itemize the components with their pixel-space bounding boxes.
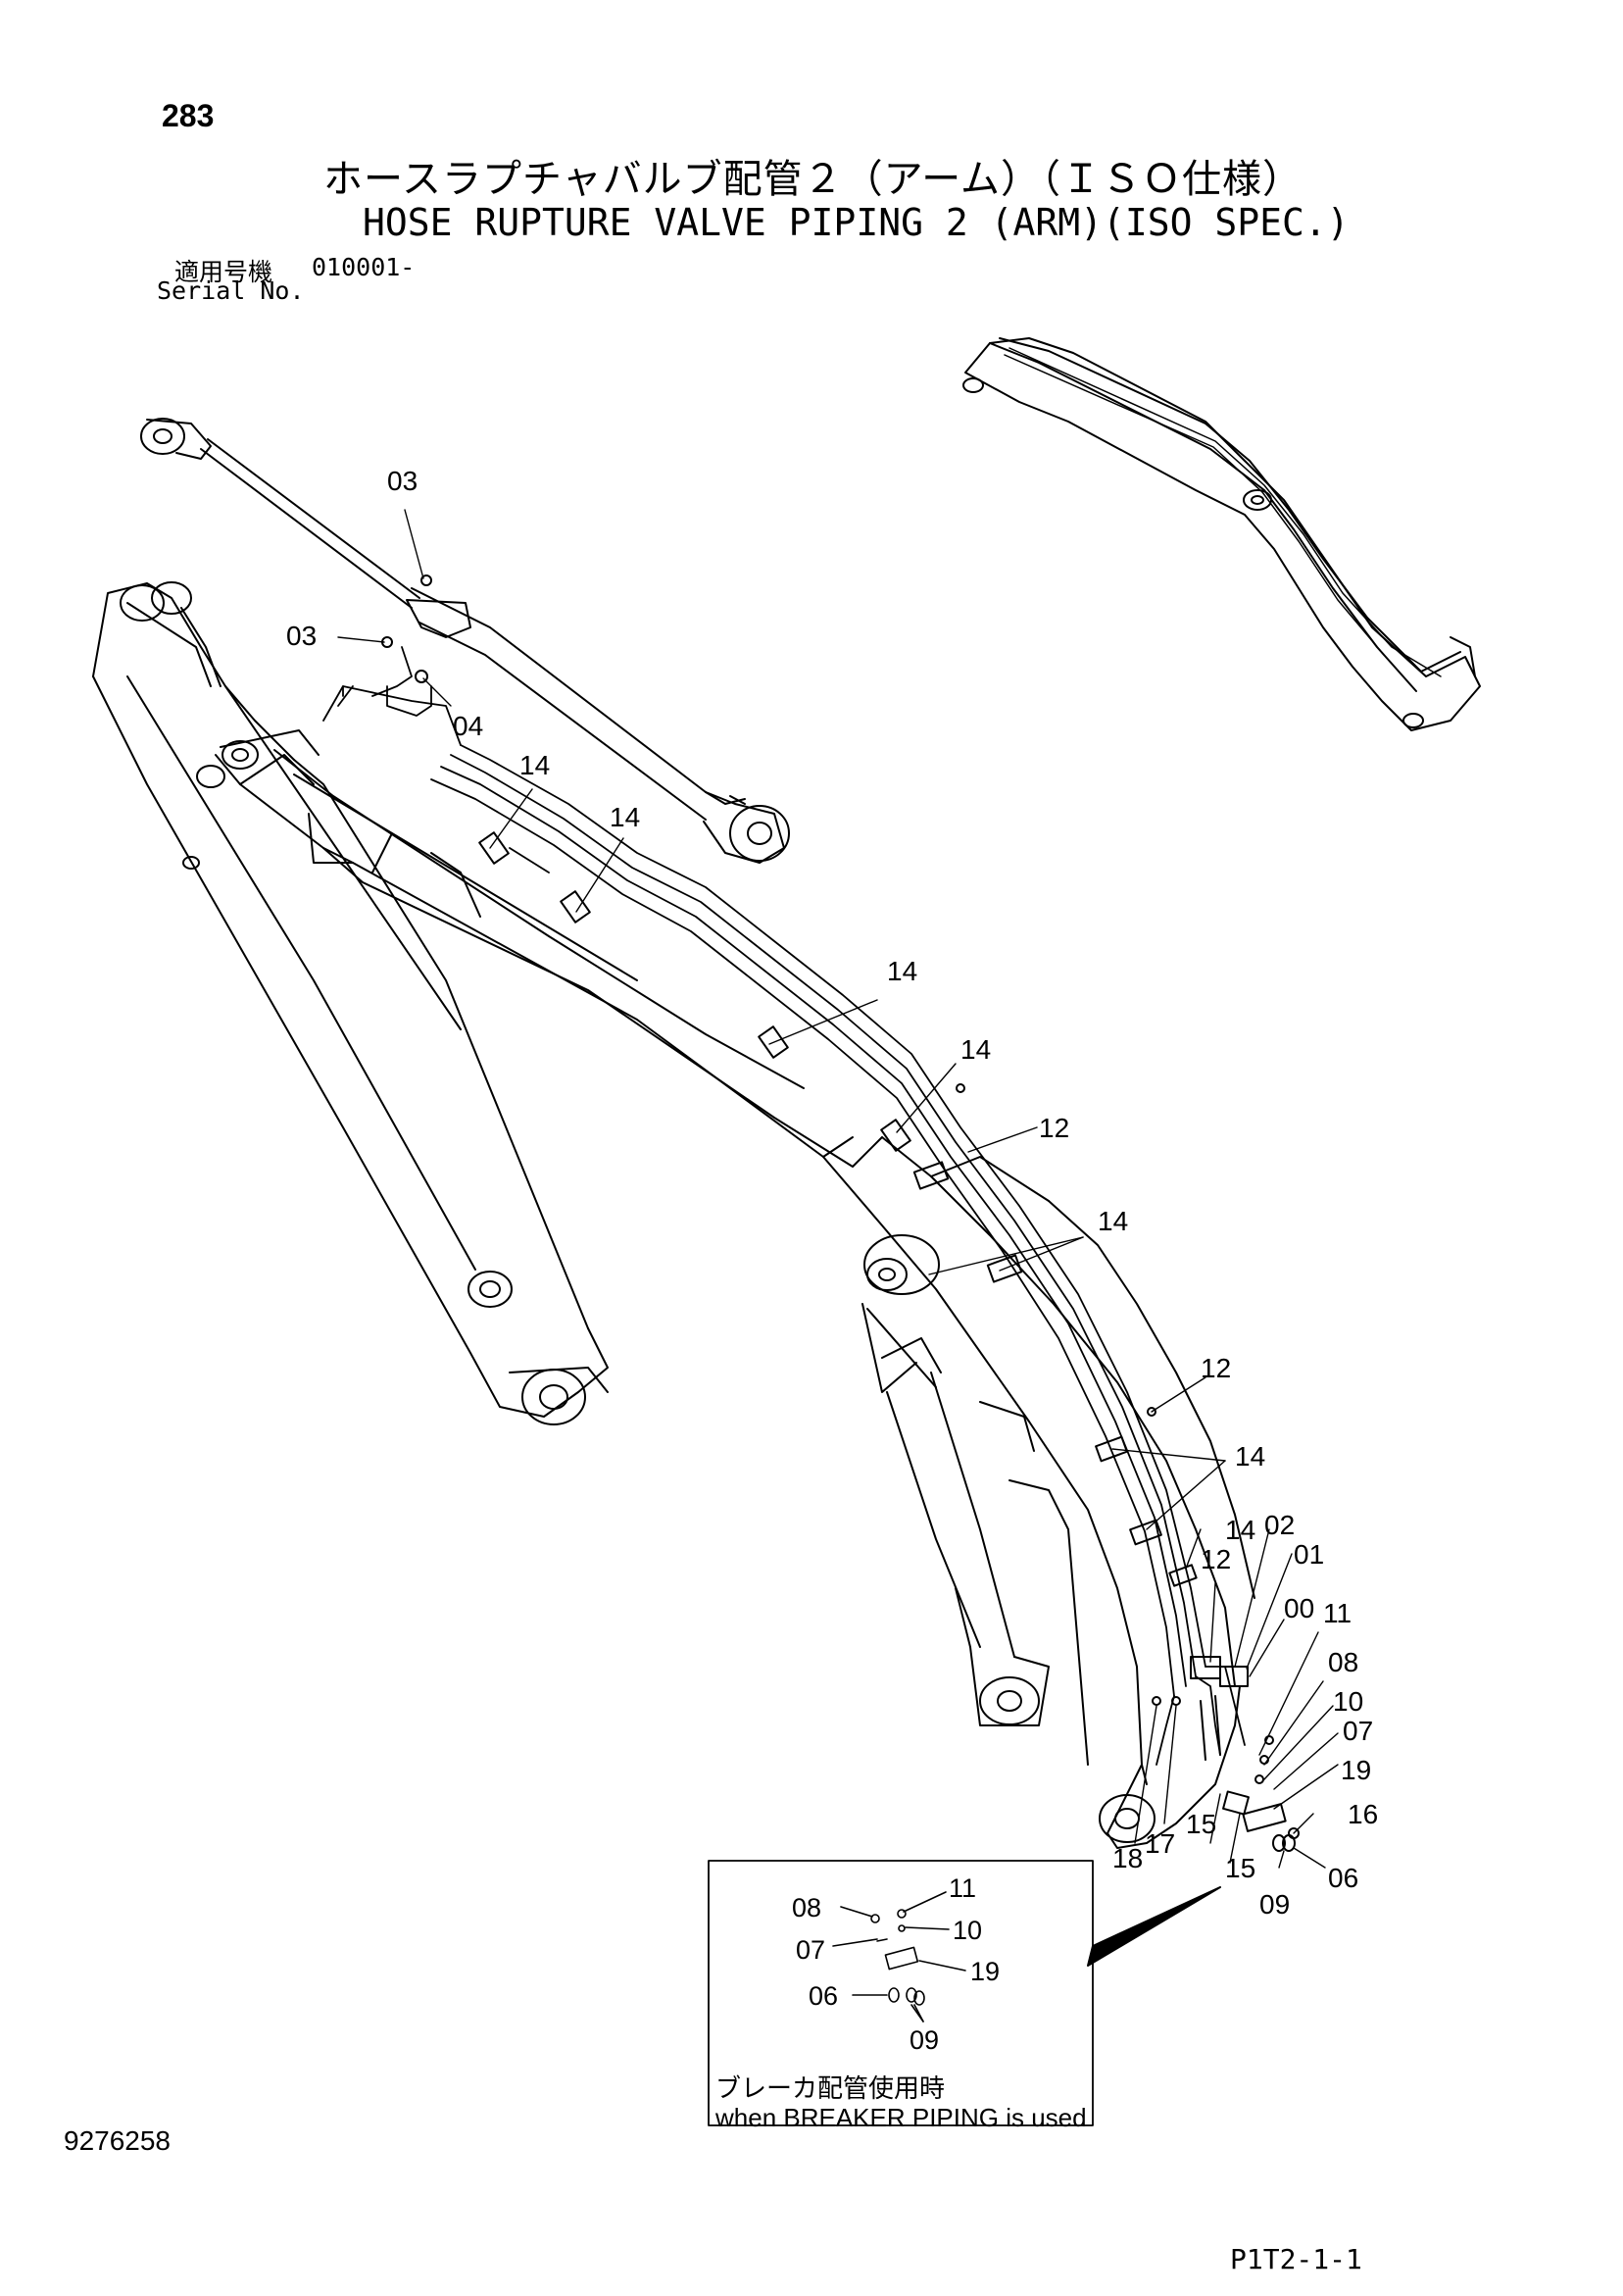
callout-03b: 03 [286, 621, 317, 651]
callout-18: 18 [1112, 1843, 1143, 1873]
callout-12a: 12 [1039, 1113, 1069, 1143]
callout-14f: 14 [1235, 1441, 1265, 1472]
overview-arm-view [962, 337, 1481, 731]
callout-11: 11 [1323, 1598, 1352, 1628]
callout-06: 06 [1328, 1863, 1358, 1893]
arm-structure [196, 729, 1255, 1849]
callout-15b: 15 [1186, 1809, 1216, 1839]
callout-02: 02 [1264, 1510, 1295, 1540]
callout-14c: 14 [887, 956, 917, 986]
serial-value: 010001- [312, 253, 416, 281]
serial-label-english: Serial No. [157, 276, 305, 305]
callout-01: 01 [1294, 1539, 1324, 1570]
callout-12c: 12 [1201, 1544, 1231, 1574]
callout-14d: 14 [960, 1034, 991, 1065]
page-reference: P1T2-1-1 [1230, 2243, 1362, 2275]
callout-09: 09 [1259, 1889, 1290, 1920]
inset-callout-08: 08 [792, 1893, 821, 1922]
inset-callout-06: 06 [809, 1981, 838, 2011]
page-number: 283 [162, 98, 215, 133]
callout-labels: 03 03 04 14 14 14 14 12 14 12 14 14 02 0… [286, 466, 1378, 2055]
callout-15a: 15 [1225, 1853, 1255, 1883]
inset-caption-japanese: ブレーカ配管使用時 [715, 2073, 946, 2103]
title-japanese: ホースラプチャバルブ配管２（アーム）（ＩＳＯ仕様） [323, 158, 1303, 201]
callout-14a: 14 [519, 750, 550, 780]
hose-pipe-runs [322, 646, 1246, 1766]
callout-03a: 03 [387, 466, 418, 496]
callout-07: 07 [1343, 1716, 1373, 1746]
pipe-clamps [381, 574, 1300, 1852]
callout-14e: 14 [1098, 1206, 1128, 1236]
inset-pointer [1087, 1886, 1221, 1967]
boom-structure [92, 581, 609, 1425]
callout-16: 16 [1348, 1799, 1378, 1829]
inset-callout-19: 19 [970, 1957, 1000, 1986]
drawing-number: 9276258 [64, 2125, 172, 2156]
inset-caption-english: when BREAKER PIPING is used [715, 2103, 1087, 2132]
callout-12b: 12 [1201, 1353, 1231, 1383]
leader-lines [337, 509, 1339, 1869]
inset-callout-10: 10 [953, 1916, 982, 1945]
callout-04: 04 [453, 711, 483, 741]
breaker-piping-inset [708, 1860, 1094, 2126]
title-english: HOSE RUPTURE VALVE PIPING 2 (ARM)(ISO SP… [363, 201, 1350, 244]
callout-00: 00 [1284, 1593, 1314, 1623]
callout-14b: 14 [610, 802, 640, 832]
inset-callout-09: 09 [910, 2025, 939, 2055]
bucket-cylinder [861, 1234, 1050, 1726]
serial-label-japanese: 適用号機 [174, 259, 273, 286]
callout-14g: 14 [1225, 1515, 1255, 1545]
inset-callout-11: 11 [949, 1873, 976, 1903]
callout-08: 08 [1328, 1647, 1358, 1677]
inset-callout-07: 07 [796, 1935, 825, 1965]
callout-19: 19 [1341, 1755, 1371, 1785]
inset-parts [832, 1891, 966, 2022]
callout-17: 17 [1145, 1828, 1175, 1859]
callout-10: 10 [1333, 1686, 1363, 1717]
arm-cylinder-upper [140, 418, 790, 864]
